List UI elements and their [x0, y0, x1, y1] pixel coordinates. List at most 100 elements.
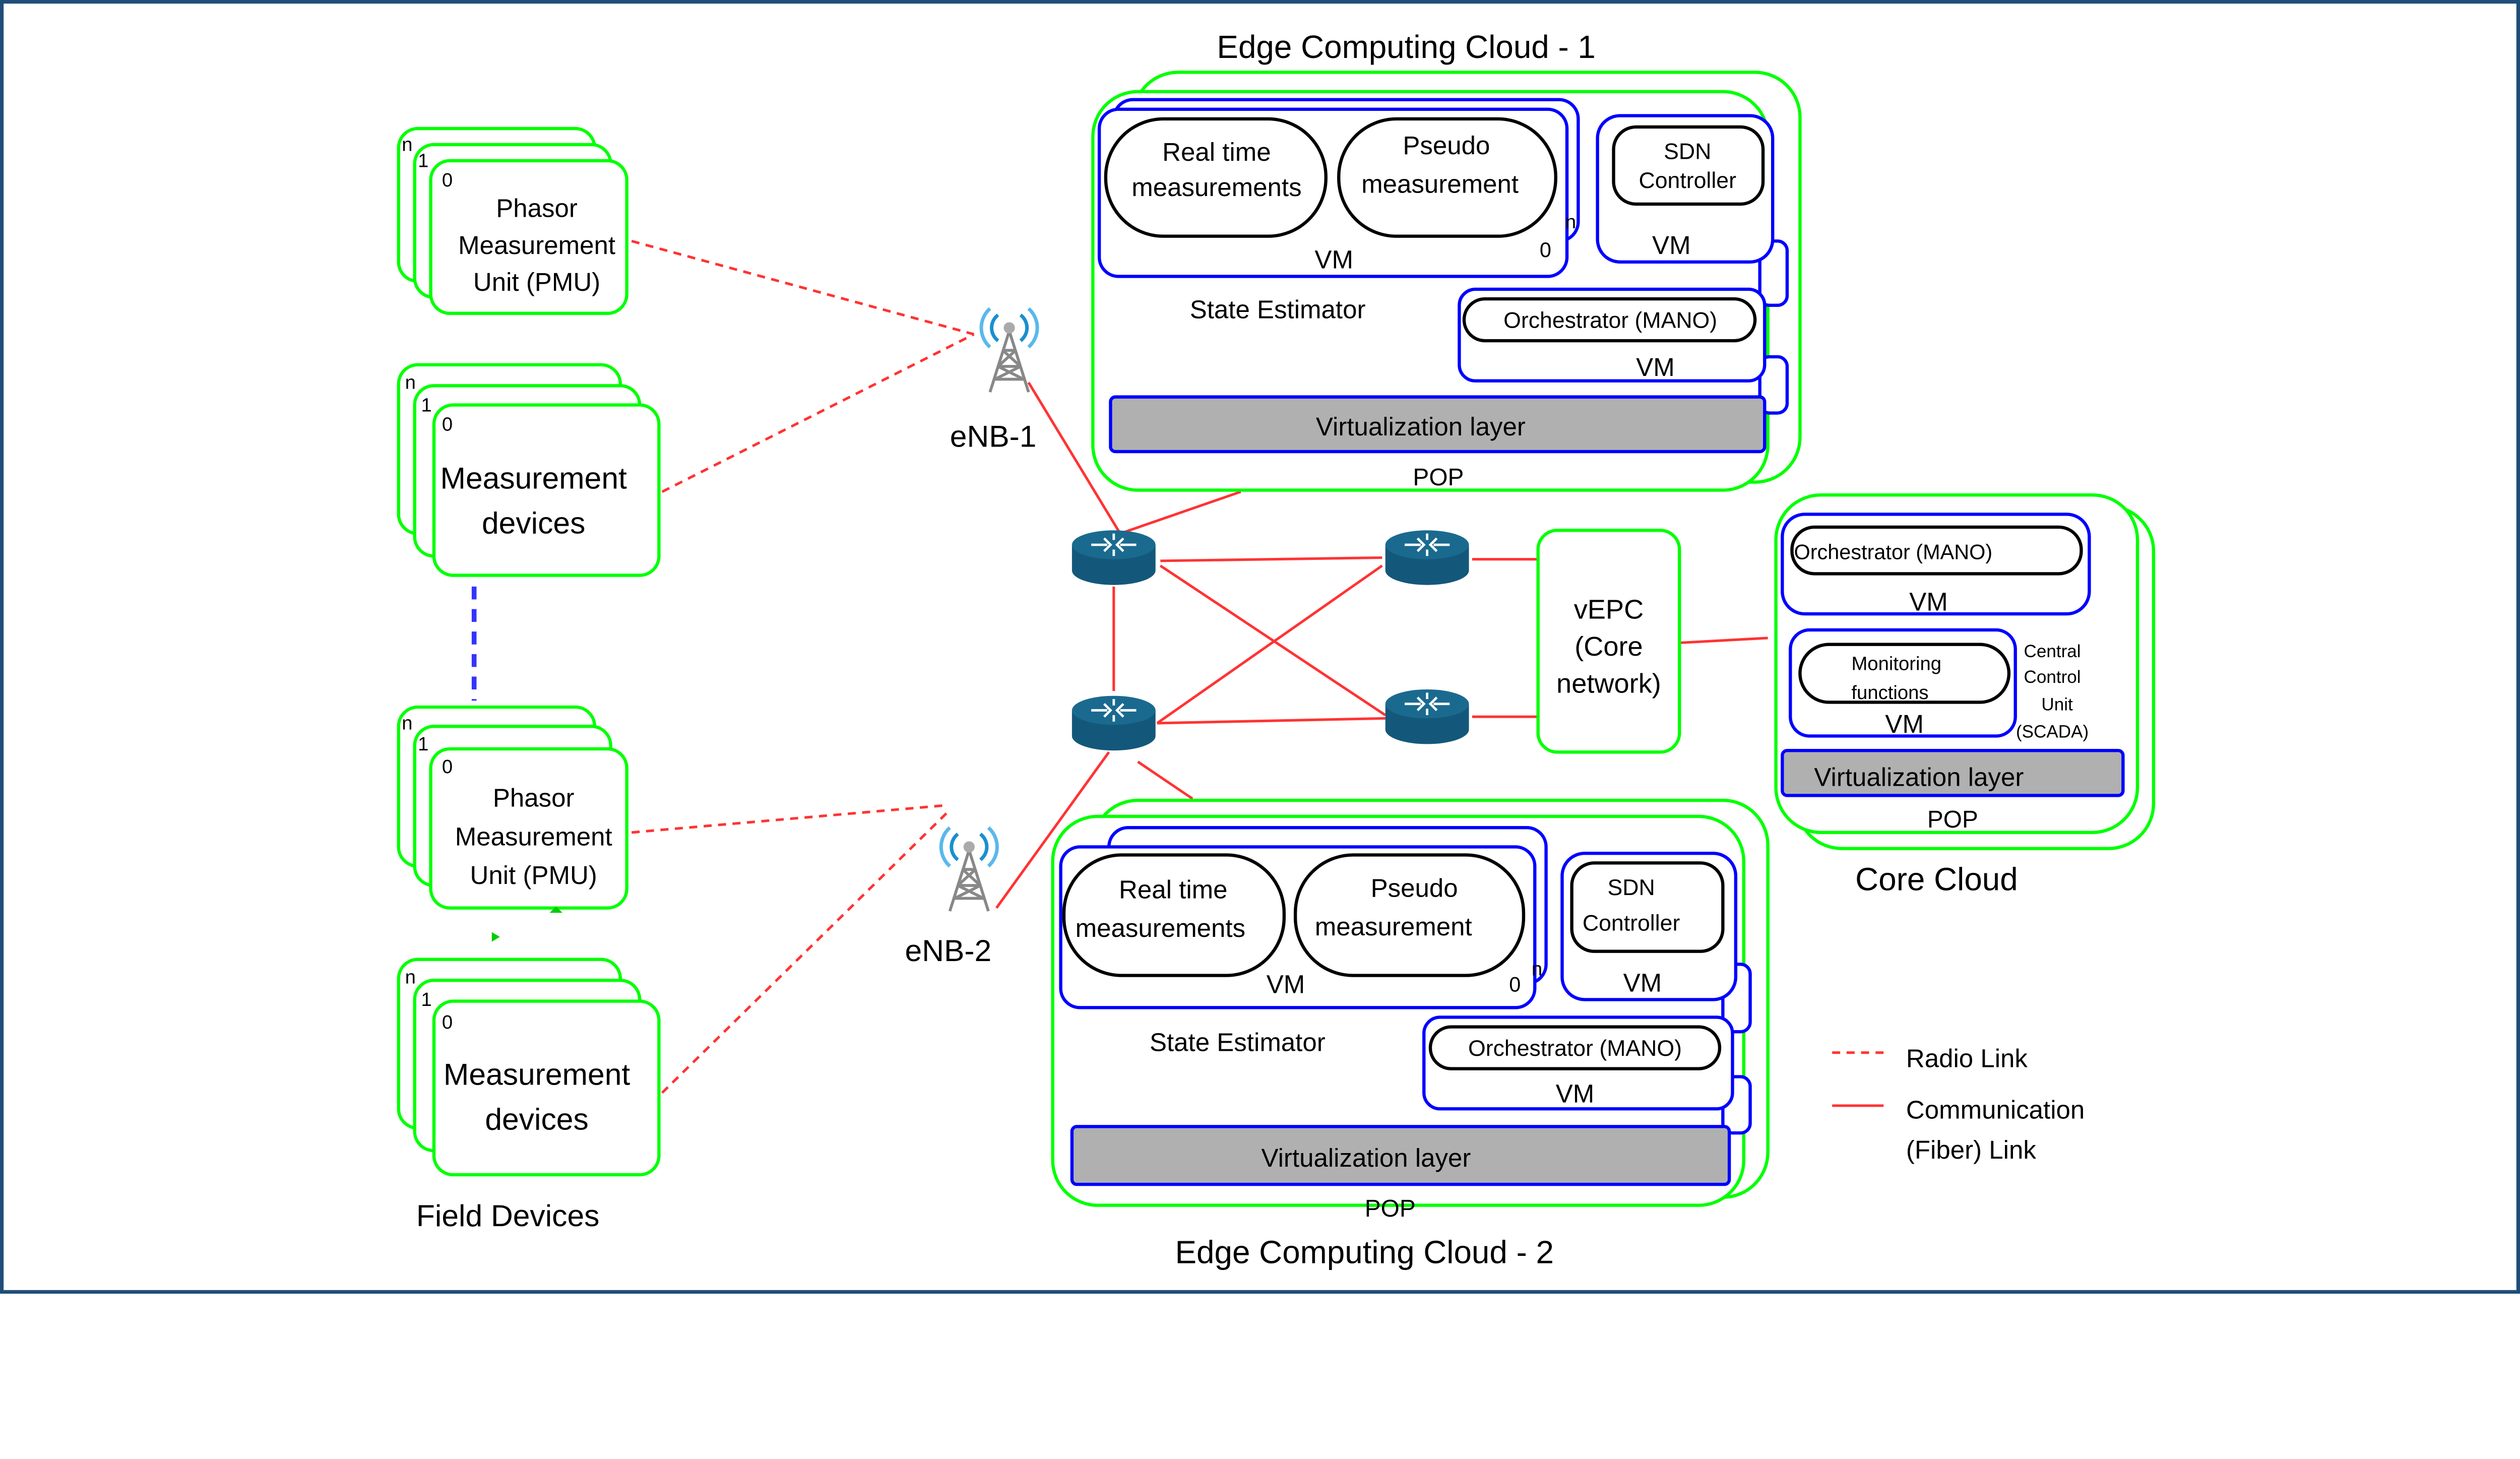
- stack-label: n: [1532, 959, 1542, 980]
- frame: [0, 0, 2520, 1294]
- pmu-label: Unit (PMU): [473, 268, 600, 296]
- pseudo-measurement-box: [1337, 117, 1557, 238]
- radio-link: [631, 804, 949, 834]
- stack-label: n: [1565, 211, 1576, 233]
- stack-label: 0: [1509, 972, 1521, 996]
- stack-label: 1: [418, 150, 428, 172]
- stack-label: 1: [418, 733, 428, 755]
- stack-label: 0: [442, 1011, 453, 1033]
- vm-label: VM: [1314, 245, 1353, 274]
- pmu-label: Measurement: [455, 822, 612, 851]
- vepc-label: network): [1556, 668, 1661, 699]
- fiber-links: [995, 382, 1768, 909]
- stack-label: 1: [421, 394, 431, 416]
- core-cloud: Orchestrator (MANO) VM Monitoring functi…: [1774, 493, 2156, 898]
- router-icon: [1072, 696, 1156, 750]
- stack-label: 1: [421, 989, 431, 1010]
- sdn-label: Controller: [1639, 168, 1736, 193]
- vm-label: VM: [1636, 353, 1675, 382]
- measurement-label: Measurement: [440, 461, 627, 495]
- fiber-link: [1027, 382, 1121, 534]
- vepc-box: vEPC (Core network): [1536, 529, 1681, 754]
- pmu-label: Phasor: [493, 784, 575, 812]
- measurement-devices-stack-1: n 1 0 Measurement devices: [397, 363, 661, 577]
- pop-label: POP: [1927, 806, 1978, 833]
- fiber-link: [1119, 490, 1241, 535]
- arrow-marks: [491, 906, 563, 942]
- fiber-link: [1137, 760, 1193, 800]
- tower-icon: [941, 828, 997, 911]
- ccu-label: Unit: [2041, 694, 2073, 714]
- stack-label: n: [405, 372, 416, 394]
- sdn-label: SDN: [1607, 875, 1655, 900]
- realtime-label: Real time: [1119, 875, 1227, 904]
- fiber-link: [1156, 564, 1383, 725]
- measurement-label: devices: [482, 506, 585, 540]
- pop-label: POP: [1413, 464, 1464, 491]
- measurement-devices-stack-2: n 1 0 Measurement devices: [397, 958, 661, 1177]
- measurement-label: Measurement: [444, 1057, 631, 1091]
- vm-label: VM: [1909, 588, 1948, 616]
- network-architecture-diagram: n 1 0 Phasor Measurement Unit (PMU) n 1 …: [0, 0, 2520, 1294]
- fiber-link: [1159, 564, 1387, 717]
- vm-label: VM: [1885, 710, 1924, 738]
- orchestrator-label: Orchestrator (MANO): [1503, 308, 1717, 333]
- fiber-link: [1157, 717, 1385, 725]
- pseudo-label: Pseudo: [1371, 873, 1458, 902]
- vm-label: VM: [1652, 231, 1691, 260]
- router-icon: [1385, 530, 1469, 585]
- virtualization-label: Virtualization layer: [1814, 763, 2024, 791]
- legend-fiber-label: (Fiber) Link: [1906, 1135, 2036, 1164]
- stack-label: 0: [442, 414, 453, 435]
- pmu-label: Measurement: [458, 231, 615, 260]
- router-icon: [1072, 530, 1156, 585]
- monitoring-label: Monitoring: [1851, 653, 1941, 675]
- stack-label: n: [405, 967, 416, 988]
- fiber-link: [995, 751, 1110, 909]
- pmu-label: Phasor: [496, 194, 578, 222]
- stack-label: 0: [1540, 238, 1551, 262]
- pseudo-label: measurement: [1361, 170, 1519, 199]
- fiber-link: [1679, 637, 1768, 645]
- ecc2-title: Edge Computing Cloud - 2: [1175, 1234, 1554, 1270]
- enb2-label: eNB-2: [905, 933, 992, 968]
- vepc-label: (Core: [1574, 631, 1643, 662]
- vm-label: VM: [1267, 970, 1305, 999]
- ccu-label: Control: [2024, 667, 2081, 687]
- pmu-label: Unit (PMU): [470, 861, 597, 890]
- vm-label: VM: [1623, 968, 1662, 997]
- pmu-stack-2: n 1 0 Phasor Measurement Unit (PMU): [397, 705, 628, 910]
- fiber-link: [1160, 556, 1382, 562]
- orchestrator-label: Orchestrator (MANO): [1468, 1036, 1682, 1061]
- state-estimator-label: State Estimator: [1190, 295, 1366, 324]
- pseudo-label: Pseudo: [1403, 131, 1490, 160]
- pseudo-label: measurement: [1315, 912, 1472, 941]
- legend: Radio Link Communication (Fiber) Link: [1832, 1044, 2085, 1164]
- tower-icon: [981, 308, 1037, 392]
- orchestrator-label: Orchestrator (MANO): [1794, 540, 1993, 564]
- ecc1-title: Edge Computing Cloud - 1: [1217, 29, 1595, 65]
- realtime-label: Real time: [1162, 138, 1271, 166]
- radio-link: [661, 333, 975, 493]
- sdn-label: SDN: [1664, 140, 1711, 164]
- state-estimator-label: State Estimator: [1150, 1028, 1326, 1056]
- realtime-label: measurements: [1076, 914, 1245, 942]
- pop-label: POP: [1365, 1195, 1416, 1222]
- vepc-label: vEPC: [1574, 595, 1644, 625]
- ccu-label: Central: [2024, 642, 2081, 661]
- stack-label: n: [402, 713, 412, 734]
- radio-links: [631, 239, 975, 1094]
- monitoring-label: functions: [1851, 682, 1928, 704]
- stack-label: 0: [442, 169, 453, 191]
- measurement-label: devices: [485, 1102, 588, 1136]
- ccu-label: (SCADA): [2016, 722, 2089, 742]
- core-cloud-title: Core Cloud: [1855, 861, 2018, 898]
- edge-computing-cloud-2: Real time measurements Pseudo measuremen…: [1051, 798, 1770, 1270]
- field-devices-title: Field Devices: [416, 1198, 600, 1233]
- realtime-measurements-box: [1104, 117, 1328, 238]
- radio-link: [661, 810, 950, 1094]
- legend-fiber-label: Communication: [1906, 1095, 2085, 1124]
- legend-radio-label: Radio Link: [1906, 1044, 2028, 1072]
- edge-computing-cloud-1: Edge Computing Cloud - 1 Real time measu…: [1091, 29, 1802, 492]
- virtualization-label: Virtualization layer: [1316, 412, 1526, 441]
